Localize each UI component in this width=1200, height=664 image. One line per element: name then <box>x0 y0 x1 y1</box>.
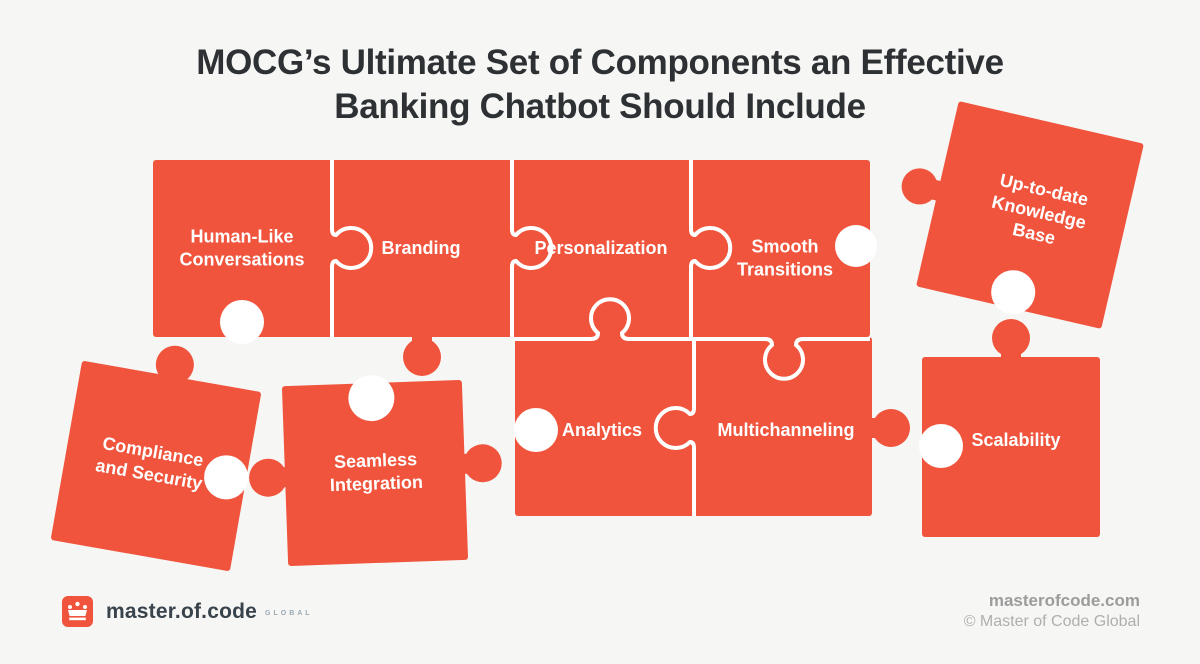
puzzle-piece-seamless-shape <box>249 375 502 566</box>
copyright-text: © Master of Code Global <box>963 613 1140 630</box>
puzzle-seam <box>689 160 733 337</box>
puzzle-second-row-shape <box>515 337 872 516</box>
puzzle-label-scalability: Scalability <box>971 429 1061 450</box>
title-line-1: MOCG’s Ultimate Set of Components an Eff… <box>196 43 1004 82</box>
piece-knob <box>872 409 910 447</box>
piece-knob <box>463 444 502 483</box>
brand-logo: master.of.code GLOBAL <box>62 596 313 627</box>
piece-notch <box>835 225 877 267</box>
piece-knob <box>249 458 288 497</box>
piece-notch <box>204 455 249 500</box>
puzzle-piece-knowledge-base-shape <box>901 101 1144 329</box>
title-line-2: Banking Chatbot Should Include <box>334 87 866 127</box>
piece-knob <box>992 319 1030 357</box>
puzzle-label-personalization: Personalization <box>534 237 668 258</box>
puzzle-seam <box>653 341 696 516</box>
piece-notch <box>348 375 395 422</box>
puzzle-seam <box>510 160 554 337</box>
brand-wordmark: master.of.code <box>106 599 258 623</box>
puzzle-label-human-like-conversations: Human-Like Conversations <box>179 226 305 270</box>
page-title: MOCG’s Ultimate Set of Components an Eff… <box>0 41 1200 129</box>
piece-knob <box>403 338 441 376</box>
puzzle-piece-compliance-shape <box>51 345 261 571</box>
footer-credits: masterofcode.com © Master of Code Global <box>964 590 1140 632</box>
puzzle-label-branding: Branding <box>381 237 461 258</box>
piece-notch <box>220 300 264 344</box>
piece-notch <box>514 408 558 452</box>
puzzle-piece-scalability-shape <box>919 319 1100 537</box>
puzzle-label-seamless: Seamless Integration <box>329 449 424 495</box>
puzzle-seam <box>330 160 374 337</box>
brand-global-label: GLOBAL <box>265 609 313 617</box>
piece-notch <box>991 270 1036 315</box>
puzzle-label-analytics: Analytics <box>561 419 643 440</box>
puzzle-seam <box>513 297 870 381</box>
puzzle-label-smooth-transitions: Smooth Transitions <box>736 236 834 280</box>
website-url: masterofcode.com <box>988 591 1140 610</box>
piece-notch <box>919 424 963 468</box>
crown-logo-icon <box>62 596 93 627</box>
puzzle-label-multichanneling: Multichanneling <box>717 419 855 440</box>
